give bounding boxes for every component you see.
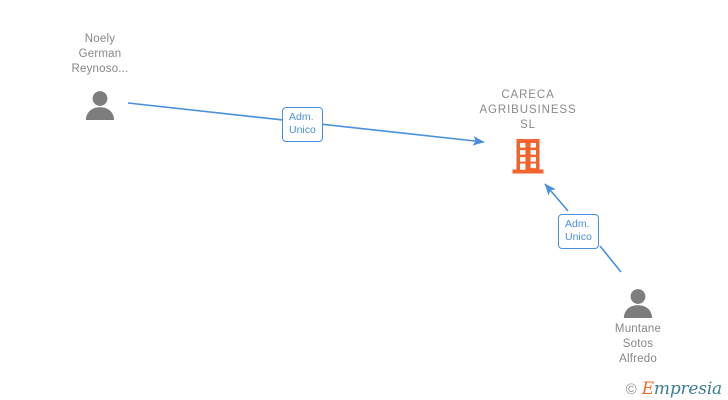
node-company-careca-agribusiness-sl[interactable] bbox=[508, 136, 548, 176]
node-label-careca-agribusiness-sl: CARECA AGRIBUSINESS SL bbox=[479, 89, 577, 131]
building-icon bbox=[512, 139, 544, 174]
edge-muntane-to-careca-lower[interactable] bbox=[599, 245, 622, 273]
empresia-logo: Empresia bbox=[641, 379, 723, 399]
node-person-noely-german-reynoso[interactable] bbox=[82, 90, 118, 120]
relation-badge-adm-unico-muntane[interactable]: Adm. Unico bbox=[558, 214, 599, 249]
empresia-watermark: © Empresia bbox=[625, 379, 723, 399]
edge-muntane-to-careca-upper[interactable] bbox=[544, 183, 569, 212]
node-label-noely-german-reynoso: Noely German Reynoso... bbox=[71, 33, 129, 75]
empresia-logo-initial: E bbox=[641, 379, 654, 399]
copyright-icon: © bbox=[625, 381, 637, 398]
person-icon bbox=[623, 289, 653, 318]
relation-badge-adm-unico-noely[interactable]: Adm. Unico bbox=[282, 107, 323, 142]
person-icon bbox=[85, 91, 115, 120]
node-label-muntane-sotos-alfredo: Muntane Sotos Alfredo bbox=[614, 323, 662, 365]
empresia-logo-rest: mpresia bbox=[653, 379, 722, 399]
node-person-muntane-sotos-alfredo[interactable] bbox=[620, 288, 656, 318]
